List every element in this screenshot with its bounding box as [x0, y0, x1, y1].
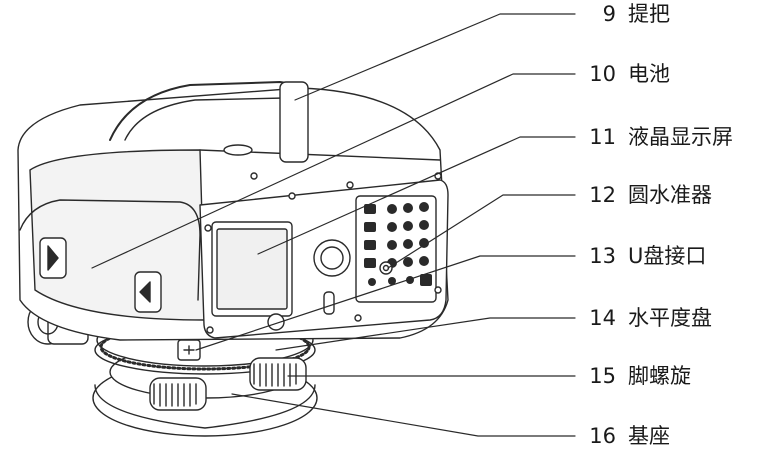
- label-name: 基座: [628, 424, 670, 448]
- label-14: 14 水平度盘: [588, 305, 712, 331]
- label-number: 13: [589, 244, 616, 268]
- circular-level-icon: [379, 261, 393, 275]
- leader-line-16: [231, 393, 576, 437]
- leader-line-13: [195, 255, 576, 351]
- foot-screw-right: [249, 357, 307, 391]
- label-13: 13 U盘接口: [588, 243, 706, 269]
- keypad-buttons: [364, 202, 432, 286]
- label-name: 提把: [628, 2, 670, 26]
- label-name: 水平度盘: [628, 306, 712, 330]
- label-name: U盘接口: [628, 244, 707, 268]
- label-9: 9 提把: [588, 1, 670, 27]
- leader-line-10: [91, 73, 576, 269]
- label-name: 脚螺旋: [628, 364, 691, 388]
- label-number: 9: [602, 2, 616, 26]
- label-name: 圆水准器: [628, 183, 712, 207]
- usb-port: [177, 339, 201, 361]
- label-number: 12: [589, 183, 616, 207]
- leader-line-14: [275, 317, 576, 351]
- label-12: 12 圆水准器: [588, 182, 712, 208]
- foot-screw-left: [149, 377, 207, 411]
- label-11: 11 液晶显示屏: [588, 124, 733, 150]
- label-number: 15: [589, 364, 616, 388]
- front-panel: [199, 179, 449, 339]
- label-number: 16: [589, 424, 616, 448]
- leader-line-11: [257, 136, 576, 255]
- leader-line-12: [387, 194, 576, 269]
- label-name: 液晶显示屏: [628, 125, 733, 149]
- carrying-handle: [109, 81, 309, 163]
- leader-line-9: [294, 13, 576, 101]
- label-name: 电池: [628, 62, 670, 86]
- label-16: 16 基座: [588, 423, 670, 449]
- leader-lines: [91, 13, 576, 437]
- label-number: 14: [589, 306, 616, 330]
- label-15: 15 脚螺旋: [588, 363, 691, 389]
- label-number: 10: [589, 62, 616, 86]
- label-10: 10 电池: [588, 61, 670, 87]
- panel-screws: [204, 172, 442, 334]
- label-number: 11: [589, 125, 616, 149]
